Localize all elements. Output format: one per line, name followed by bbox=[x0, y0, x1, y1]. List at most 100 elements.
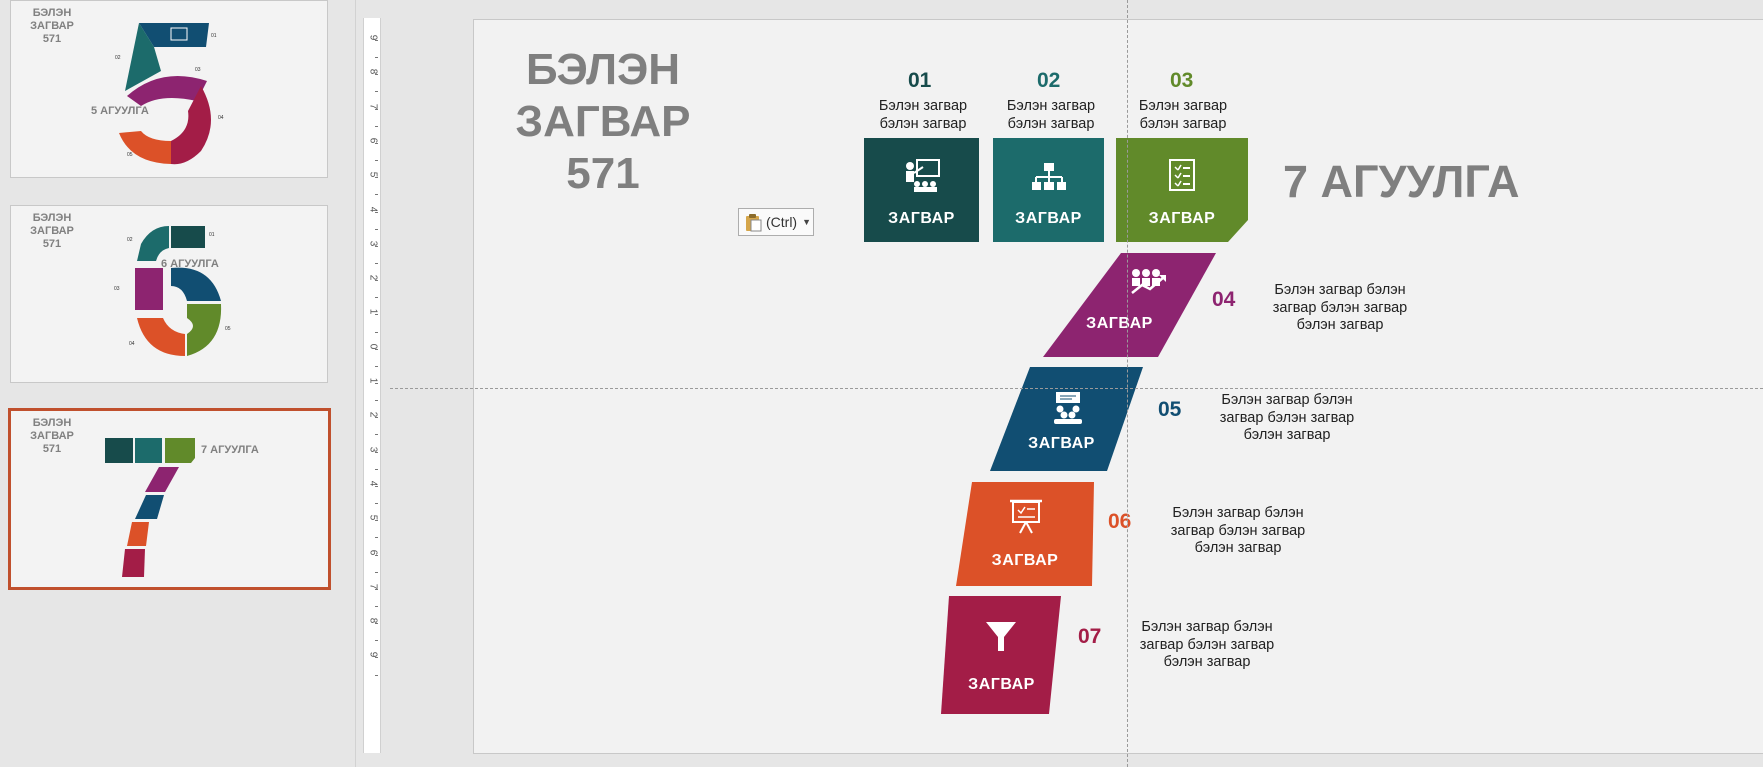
ruler-tick bbox=[375, 468, 378, 470]
slide-title[interactable]: БЭЛЭН ЗАГВАР 571 bbox=[515, 45, 691, 198]
thumbnail-1-title: БЭЛЭН ЗАГВАР 571 bbox=[30, 7, 74, 45]
content-block-04[interactable]: ЗАГВАР bbox=[1043, 253, 1216, 357]
svg-text:03: 03 bbox=[195, 67, 201, 73]
content-block-03[interactable]: ЗАГВАР bbox=[1116, 138, 1248, 242]
ruler-number: 8 bbox=[367, 69, 379, 75]
block-label-01: ЗАГВАР bbox=[888, 210, 955, 227]
ruler-tick bbox=[375, 640, 378, 642]
ruler-number: 5 bbox=[367, 171, 379, 178]
ruler-number: 5 bbox=[367, 514, 379, 521]
presentation-board-icon bbox=[1010, 499, 1042, 534]
ruler-tick bbox=[375, 211, 378, 213]
ruler-tick bbox=[375, 657, 378, 659]
slide-thumbnail-3[interactable]: БЭЛЭН ЗАГВАР 571 7 АГУУЛГА bbox=[8, 408, 331, 590]
svg-text:05: 05 bbox=[127, 152, 133, 158]
ruler-number: 8 bbox=[367, 617, 379, 624]
ruler-tick bbox=[375, 177, 378, 179]
ruler-number: 3 bbox=[367, 240, 379, 247]
ruler-number: 4 bbox=[367, 480, 379, 487]
org-chart-icon bbox=[1031, 163, 1066, 190]
ruler-number: 9 bbox=[367, 34, 379, 41]
thumbnail-1-caption: 5 АГУУЛГА bbox=[91, 105, 149, 117]
svg-text:02: 02 bbox=[115, 55, 121, 61]
ruler-tick bbox=[375, 383, 378, 384]
block-label-06: ЗАГВАР bbox=[991, 552, 1059, 569]
item-number-04: 04 bbox=[1212, 288, 1236, 311]
thumbnail-1-graphic: 01 02 03 04 05 bbox=[115, 23, 224, 165]
ruler-tick bbox=[375, 280, 378, 282]
ruler-tick bbox=[375, 228, 378, 230]
ruler-tick bbox=[375, 674, 378, 676]
slide-thumbnail-2[interactable]: 01 02 03 04 05 БЭЛЭН ЗАГВАР 571 6 АГУУЛГ… bbox=[10, 205, 328, 383]
ruler-tick bbox=[375, 314, 378, 316]
ruler-tick bbox=[375, 262, 378, 264]
item-number-03: 03 bbox=[1170, 69, 1194, 92]
item-number-05: 05 bbox=[1158, 398, 1182, 421]
ruler-number: 6 bbox=[367, 549, 379, 555]
block-label-02: ЗАГВАР bbox=[1015, 210, 1082, 227]
item-number-01: 01 bbox=[908, 69, 932, 92]
ruler-number: 1 bbox=[367, 377, 379, 384]
ruler-tick bbox=[375, 503, 378, 505]
ruler-tick bbox=[375, 40, 378, 41]
presenter-icon bbox=[905, 159, 940, 192]
svg-text:04: 04 bbox=[129, 341, 135, 347]
svg-text:04: 04 bbox=[218, 115, 224, 121]
ruler-number: 1 bbox=[367, 309, 379, 315]
block-label-05: ЗАГВАР bbox=[1028, 435, 1095, 452]
block-label-04: ЗАГВАР bbox=[1086, 315, 1153, 332]
ruler-tick bbox=[375, 108, 378, 110]
ruler-tick bbox=[375, 451, 378, 453]
thumbnail-3-title: БЭЛЭН ЗАГВАР 571 bbox=[30, 417, 74, 455]
slide-subtitle[interactable]: 7 АГУУЛГА bbox=[1283, 156, 1520, 207]
ruler-tick bbox=[375, 160, 378, 162]
ruler-number: 9 bbox=[367, 652, 379, 658]
ruler-number: 7 bbox=[367, 583, 379, 590]
meeting-icon bbox=[1054, 392, 1082, 424]
thumbnail-2-graphic: 01 02 03 04 05 bbox=[114, 226, 231, 356]
thumbnail-2-title: БЭЛЭН ЗАГВАР 571 bbox=[30, 212, 74, 250]
content-block-01[interactable]: ЗАГВАР bbox=[864, 138, 979, 242]
svg-text:02: 02 bbox=[127, 237, 133, 243]
ruler-tick bbox=[375, 194, 378, 196]
ruler-tick bbox=[375, 588, 378, 590]
content-block-07[interactable]: ЗАГВАР bbox=[941, 596, 1062, 714]
ruler-tick bbox=[375, 605, 378, 607]
content-block-02[interactable]: ЗАГВАР bbox=[993, 138, 1104, 242]
thumbnail-3-caption: 7 АГУУЛГА bbox=[201, 444, 259, 456]
item-number-02: 02 bbox=[1037, 69, 1061, 92]
ruler-number: 2 bbox=[367, 274, 379, 281]
item-number-06: 06 bbox=[1108, 510, 1132, 533]
block-label-03: ЗАГВАР bbox=[1148, 210, 1216, 227]
svg-text:01: 01 bbox=[211, 33, 217, 39]
ruler-tick bbox=[375, 245, 378, 247]
content-block-06[interactable]: ЗАГВАР bbox=[956, 482, 1094, 586]
ruler-number: 6 bbox=[367, 137, 379, 144]
ruler-tick bbox=[375, 348, 378, 350]
clipboard-icon bbox=[746, 214, 762, 232]
ruler-tick bbox=[375, 417, 378, 419]
slide-thumbnail-1[interactable]: 01 02 03 04 05 БЭЛЭН ЗАГВАР 571 5 АГУУЛГ… bbox=[10, 0, 328, 178]
ruler-tick bbox=[375, 571, 378, 573]
ruler-number: 0 bbox=[367, 343, 379, 349]
block-label-07: ЗАГВАР bbox=[968, 676, 1035, 693]
ruler-number: 2 bbox=[367, 412, 379, 418]
checklist-icon bbox=[1169, 159, 1195, 191]
ruler-tick bbox=[375, 537, 378, 539]
svg-text:05: 05 bbox=[225, 326, 231, 332]
team-growth-icon bbox=[1131, 269, 1166, 294]
ruler-number: 3 bbox=[367, 446, 379, 452]
ruler-tick bbox=[375, 400, 378, 402]
ruler-number: 4 bbox=[367, 206, 379, 212]
paste-options-button[interactable]: (Ctrl) ▼ bbox=[738, 208, 814, 236]
thumbnail-3-graphic bbox=[105, 438, 195, 577]
content-block-05[interactable]: ЗАГВАР bbox=[990, 367, 1143, 471]
slide-thumbnail-pane: 01 02 03 04 05 БЭЛЭН ЗАГВАР 571 5 АГУУЛГ… bbox=[0, 0, 356, 767]
ruler-tick bbox=[375, 365, 378, 367]
